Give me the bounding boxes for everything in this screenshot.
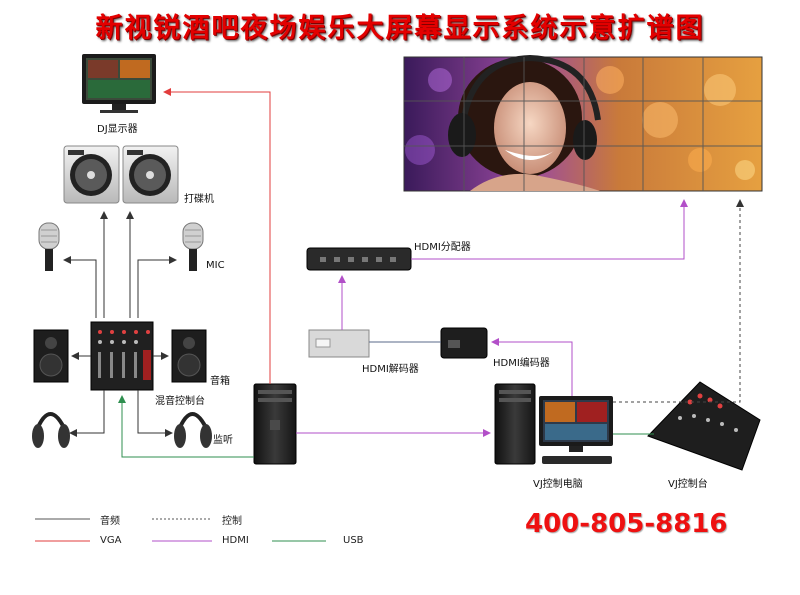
usb-connection bbox=[118, 395, 254, 458]
pc-tower bbox=[253, 383, 297, 465]
speaker-left bbox=[33, 329, 69, 383]
legend-usb: USB bbox=[343, 535, 364, 546]
vj-pc-label: VJ控制电脑 bbox=[533, 479, 583, 490]
hdmi-splitter-label: HDMI分配器 bbox=[414, 242, 471, 253]
monitor-phones-label: 监听 bbox=[213, 435, 233, 446]
mixer-label: 混音控制台 bbox=[155, 396, 205, 407]
hdmi-decoder bbox=[308, 329, 370, 358]
control-connections bbox=[613, 199, 744, 403]
dj-monitor bbox=[82, 54, 156, 113]
legend-audio: 音频 bbox=[100, 516, 120, 527]
vj-console bbox=[647, 381, 761, 471]
headphones-right bbox=[174, 412, 212, 448]
legend-vga: VGA bbox=[100, 535, 122, 546]
diagram-title: 新视锐酒吧夜场娱乐大屏幕显示系统示意扩谱图 bbox=[95, 13, 705, 44]
hdmi-encoder bbox=[440, 327, 488, 359]
cd-player-left bbox=[63, 145, 120, 204]
hdmi-connections bbox=[296, 199, 688, 437]
mic-label: MIC bbox=[206, 260, 225, 271]
audio-connections bbox=[63, 211, 177, 437]
video-wall bbox=[403, 54, 763, 192]
hotline-number: 400-805-8816 bbox=[525, 509, 728, 539]
vga-connection bbox=[163, 88, 271, 384]
speaker-label: 音箱 bbox=[210, 376, 230, 387]
cd-player-label: 打碟机 bbox=[184, 194, 214, 205]
hdmi-decoder-label: HDMI解码器 bbox=[362, 364, 419, 375]
headphones-left bbox=[32, 412, 70, 448]
dj-monitor-label: DJ显示器 bbox=[97, 124, 138, 135]
legend bbox=[35, 518, 326, 542]
legend-hdmi: HDMI bbox=[222, 535, 249, 546]
mic-left bbox=[38, 222, 60, 271]
legend-control: 控制 bbox=[222, 516, 242, 527]
vj-console-label: VJ控制台 bbox=[668, 479, 708, 490]
mic-right bbox=[182, 222, 204, 271]
vj-pc bbox=[494, 383, 613, 465]
cd-player-right bbox=[122, 145, 179, 204]
mixer-console bbox=[90, 321, 154, 391]
hdmi-encoder-label: HDMI编码器 bbox=[493, 358, 550, 369]
speaker-right bbox=[171, 329, 207, 383]
hdmi-splitter bbox=[306, 247, 412, 271]
